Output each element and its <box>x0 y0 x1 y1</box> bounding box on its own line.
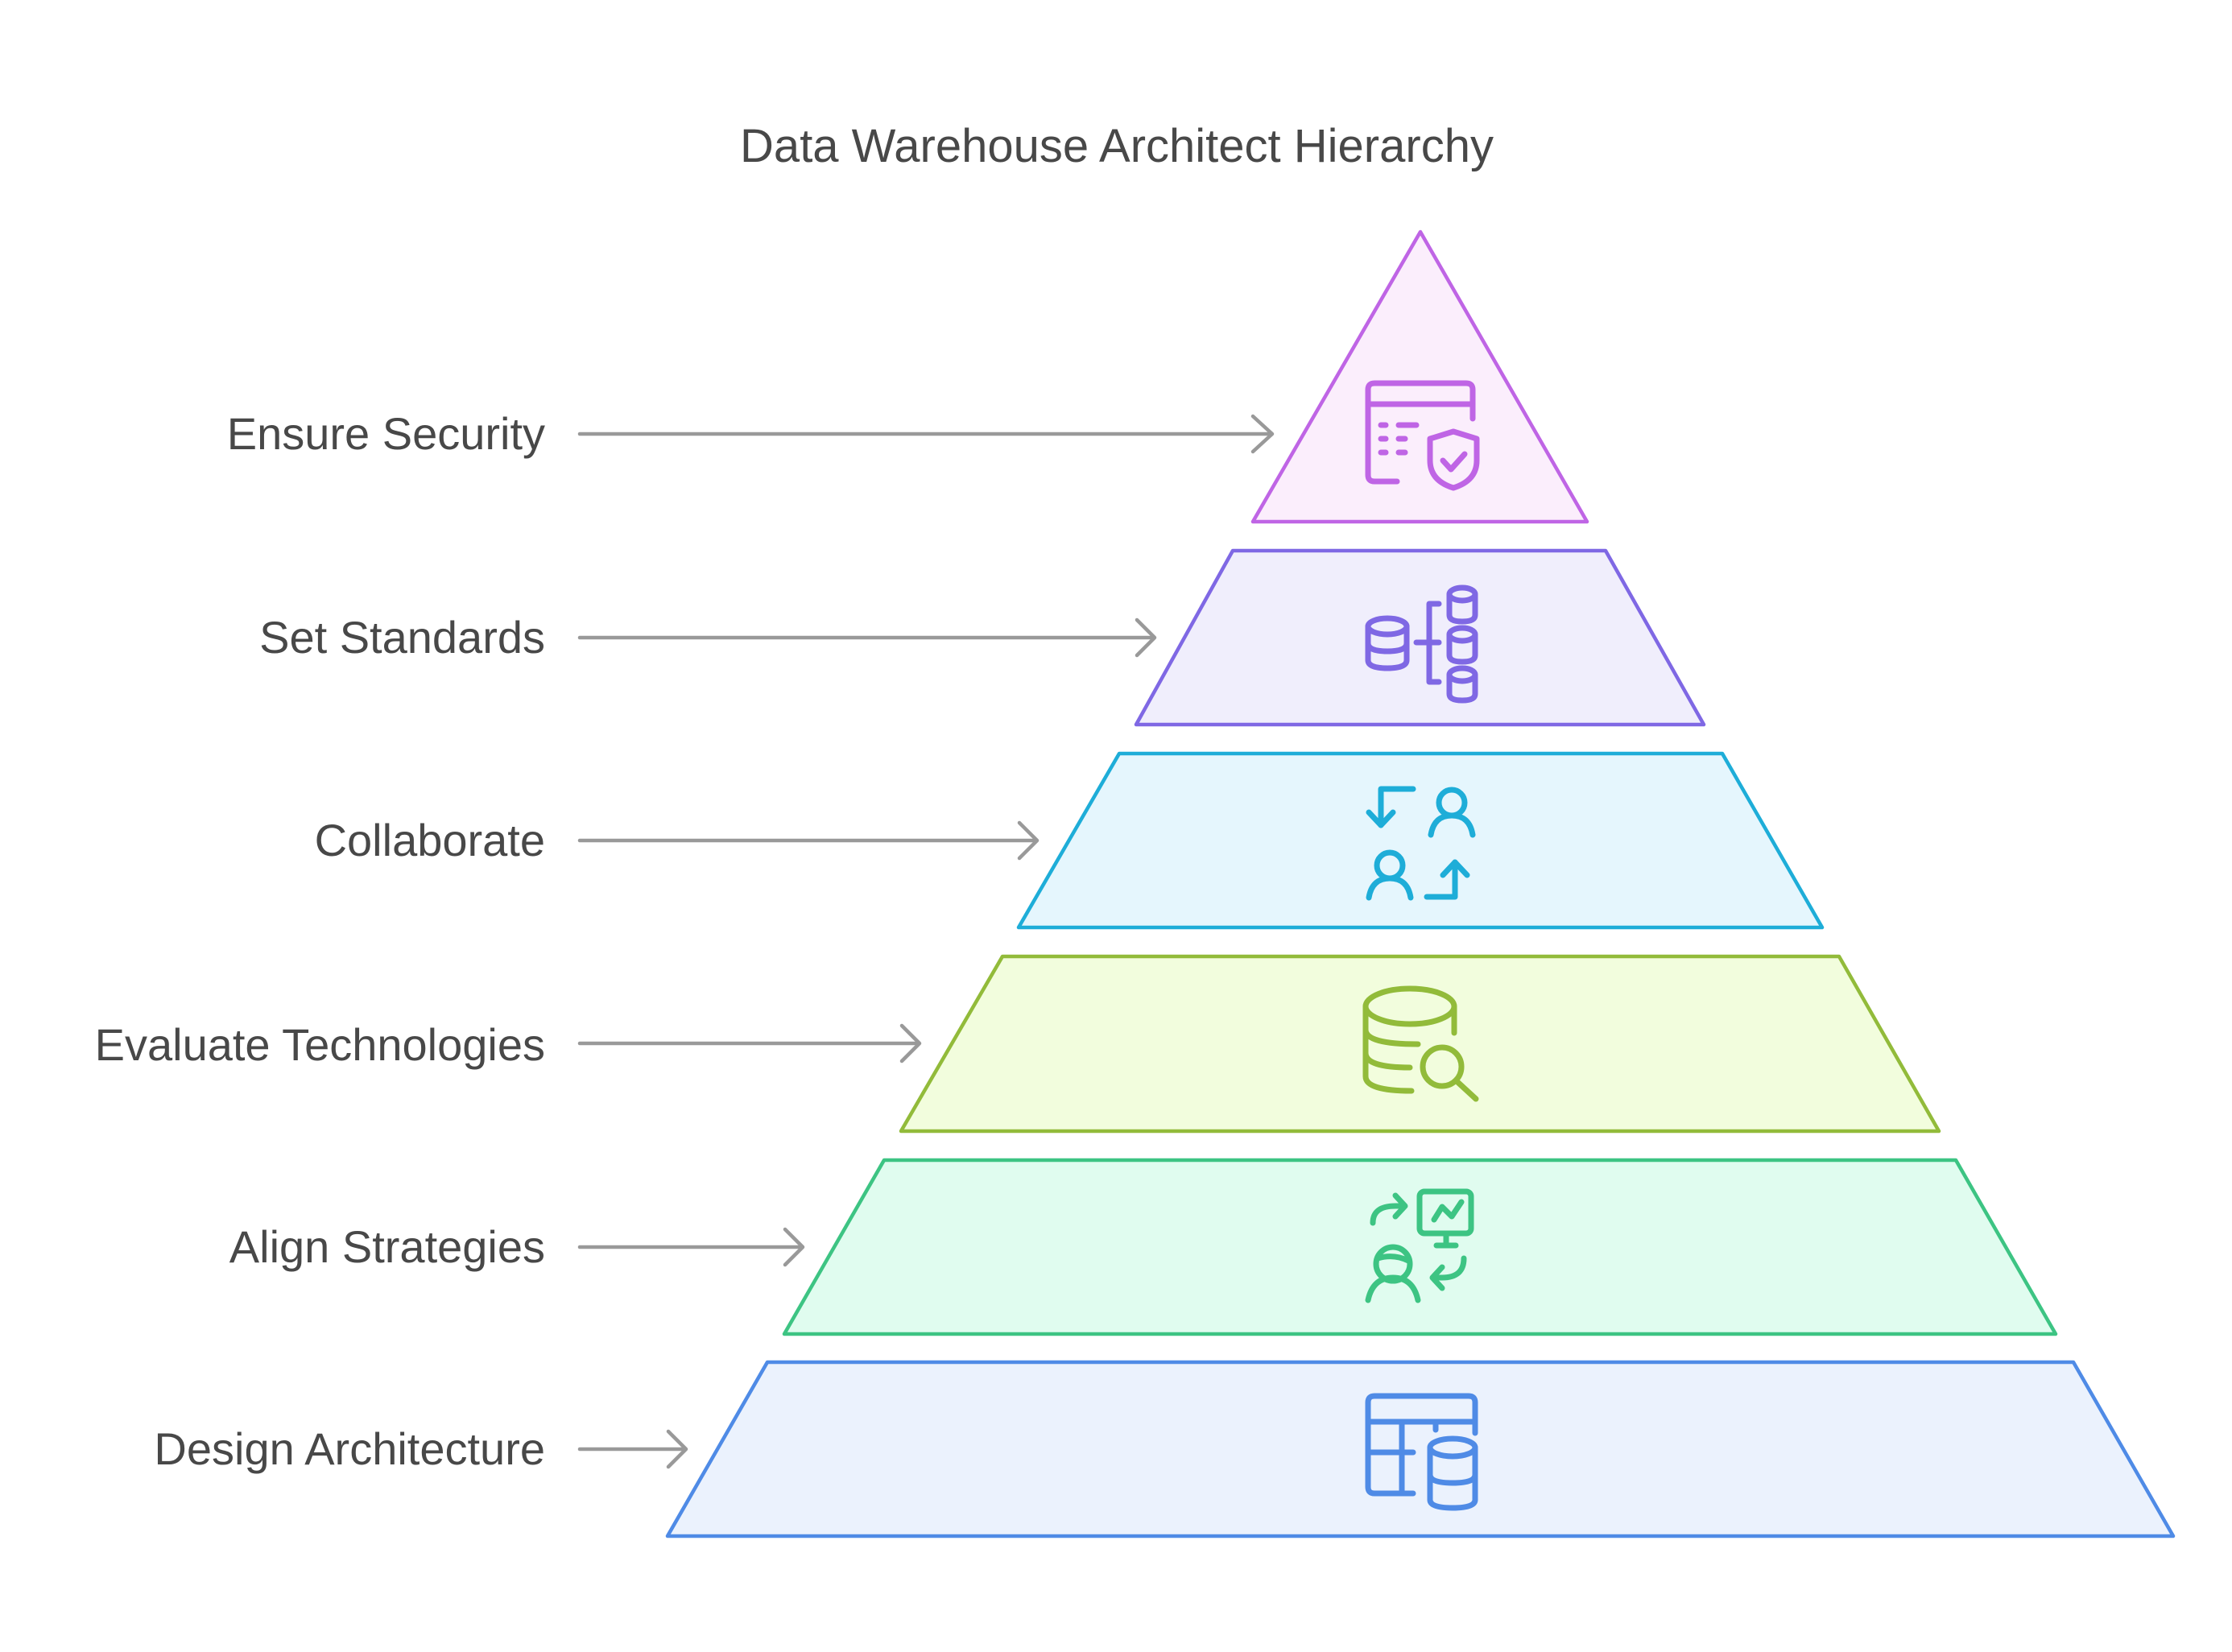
arrow-head-icon <box>1135 617 1157 658</box>
tier-shape <box>1134 548 1706 727</box>
arrow-head-icon <box>1017 820 1040 861</box>
tier-label: Evaluate Technologies <box>95 1019 545 1070</box>
diagram-title: Data Warehouse Architect Hierarchy <box>740 120 1494 172</box>
tier-shape <box>1250 229 1589 524</box>
arrow-head-icon <box>1250 414 1275 454</box>
database-hierarchy-icon <box>1365 584 1478 704</box>
tier-align-strategies: Align Strategies <box>229 1158 2058 1336</box>
tier-label: Design Architecture <box>154 1423 545 1474</box>
tier-evaluate-technologies: Evaluate Technologies <box>95 954 1941 1134</box>
table-database-icon <box>1365 1393 1478 1511</box>
database-search-icon <box>1362 985 1479 1102</box>
tier-ensure-security: Ensure Security <box>227 229 1589 524</box>
tier-label: Set Standards <box>259 612 545 663</box>
person-presentation-icon <box>1365 1188 1474 1303</box>
tier-shape <box>1016 751 1825 930</box>
people-exchange-icon <box>1366 786 1476 901</box>
tier-design-architecture: Design Architecture <box>154 1360 2176 1538</box>
arrow-head-icon <box>899 1023 922 1063</box>
tier-set-standards: Set Standards <box>259 548 1706 727</box>
tier-collaborate: Collaborate <box>315 751 1825 930</box>
arrow-head-icon <box>783 1227 805 1267</box>
tier-label: Ensure Security <box>227 408 545 459</box>
tier-shape <box>782 1158 2058 1336</box>
tier-shape <box>665 1360 2176 1538</box>
tier-label: Collaborate <box>315 815 545 865</box>
tier-label: Align Strategies <box>229 1221 545 1272</box>
security-shield-dashboard-icon <box>1365 380 1480 491</box>
arrow-head-icon <box>666 1429 688 1469</box>
